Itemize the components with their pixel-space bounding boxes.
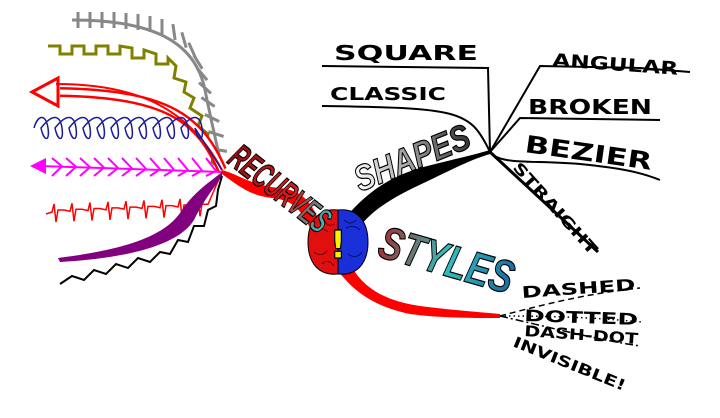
- tick-mark: [195, 66, 209, 82]
- tick-mark: [192, 54, 204, 70]
- chevron-mark: [177, 157, 190, 177]
- brain-right-hemisphere: [337, 209, 369, 275]
- chevron-mark: [163, 157, 176, 177]
- chevron-mark: [135, 157, 148, 177]
- recurves-label: RECURVES: [221, 136, 339, 241]
- tick-mark: [204, 113, 220, 123]
- tick-mark: [187, 42, 197, 58]
- exclamation-symbol: !: [329, 223, 346, 267]
- dashed-label: DASHED: [521, 275, 636, 302]
- square-label: SQUARE: [334, 41, 478, 65]
- tick-mark: [198, 81, 212, 95]
- shapes-subbranches: [321, 64, 691, 254]
- zigzag-line-sample: [59, 175, 223, 285]
- ticked-line-sample: [71, 18, 224, 169]
- dotted-label: DOTTED: [524, 306, 639, 329]
- chevron-mark: [191, 157, 204, 177]
- straight-label: STRAIGHT: [509, 159, 602, 260]
- styles-subbranches: [499, 287, 643, 347]
- tick-mark: [171, 23, 177, 41]
- bezier-label: BEZIER: [523, 130, 654, 176]
- brain-left-hemisphere: [307, 209, 339, 275]
- tick-mark: [180, 31, 188, 49]
- tick-mark: [207, 130, 225, 138]
- chevron-mark: [149, 157, 162, 177]
- line-samples: [28, 12, 228, 285]
- broken-label: BROKEN: [528, 95, 652, 119]
- ticked-line-ticks: [76, 12, 228, 153]
- arrow-head-icon: [28, 75, 60, 109]
- tick-mark: [200, 96, 216, 108]
- recurves-branch: [222, 170, 322, 232]
- angular-label: ANGULAR: [552, 50, 679, 80]
- chevron-arrow-head-icon: [30, 158, 46, 174]
- coil-line-sample: [33, 116, 223, 171]
- styles-label: STYLES: [373, 216, 520, 304]
- styles-branch: [336, 260, 500, 318]
- classic-label: CLASSIC: [330, 84, 446, 105]
- central-brain-icon: !: [307, 209, 369, 275]
- chevron-mark: [107, 157, 120, 177]
- tapered-line-sample: [58, 172, 222, 262]
- chevron-mark: [121, 157, 134, 177]
